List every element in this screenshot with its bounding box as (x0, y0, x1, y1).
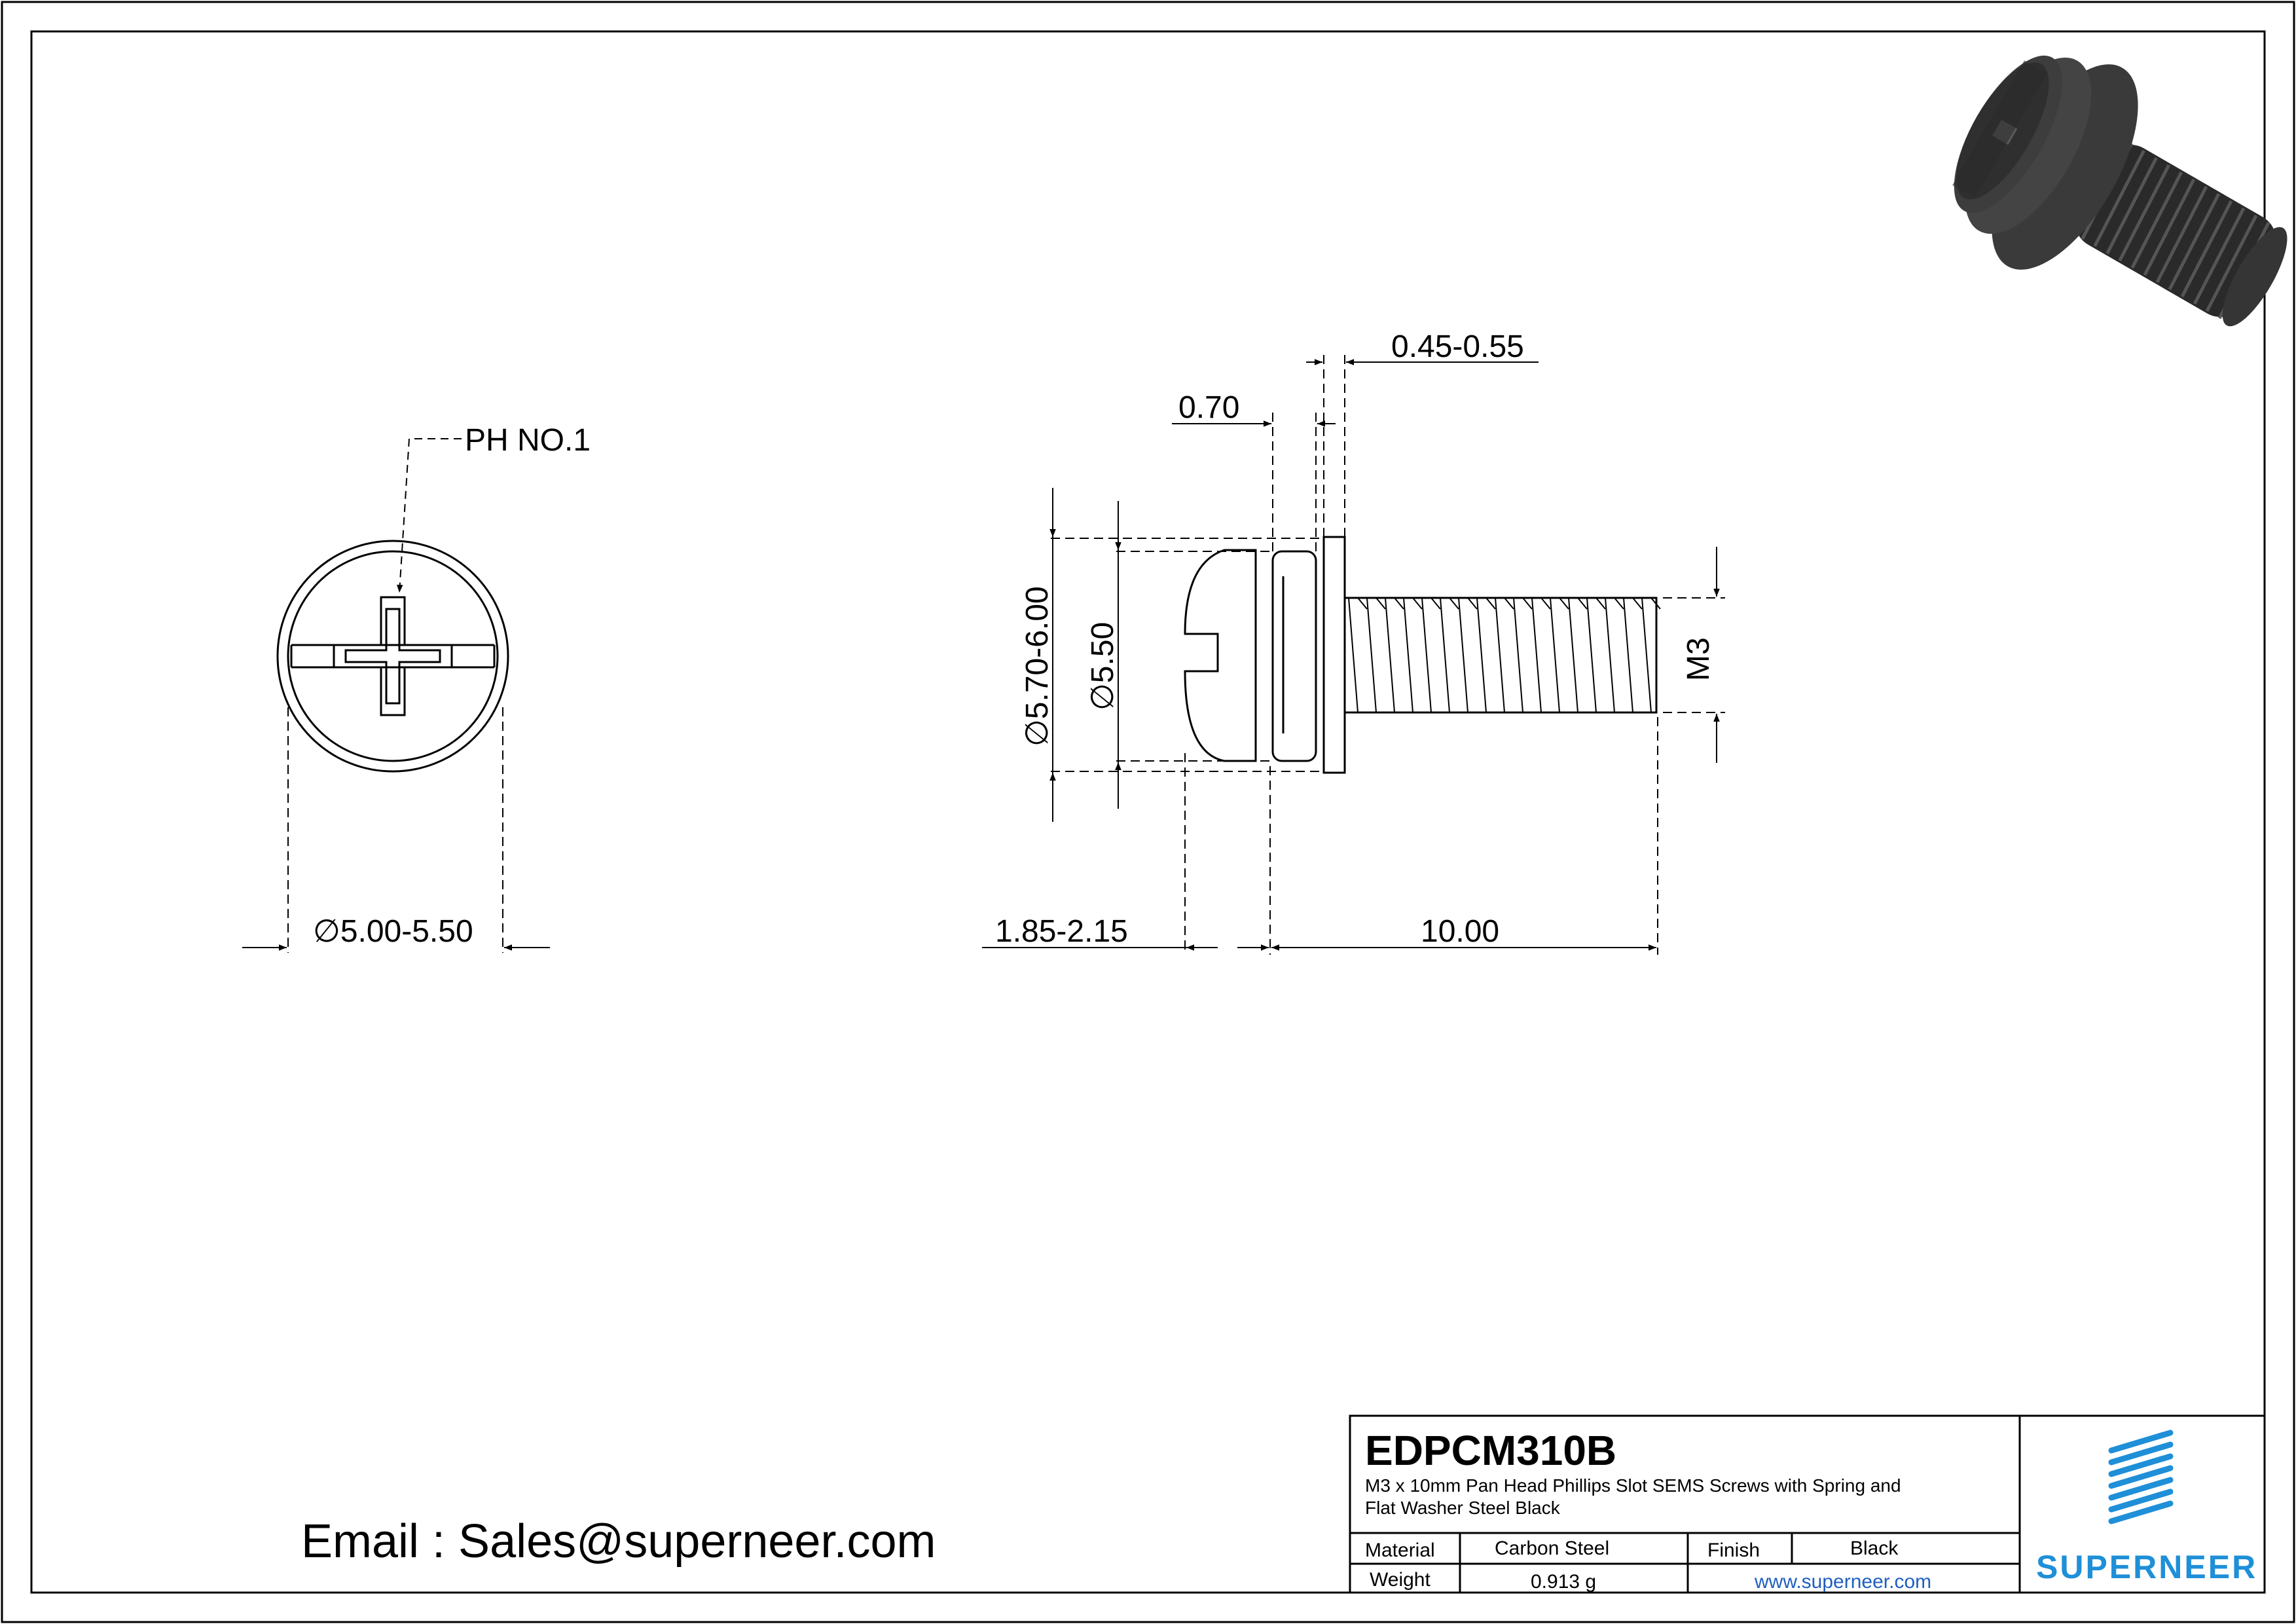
spring-thickness-label: 0.70 (1178, 390, 1239, 425)
phillips-recess (333, 596, 453, 716)
head-inner-circle (287, 550, 499, 762)
thread-ridge (2205, 214, 2258, 312)
part-number: EDPCM310B (1365, 1427, 1616, 1474)
length-label: 10.00 (1421, 914, 1499, 949)
website-link[interactable]: www.superneer.com (1754, 1571, 1931, 1593)
thread-outline (1345, 597, 1658, 714)
thread-ridge (2118, 164, 2171, 262)
thread-ridge (2193, 207, 2246, 305)
thread-ridge (2143, 178, 2196, 276)
phillips-inner (344, 608, 441, 705)
head-height-label: 1.85-2.15 (995, 914, 1128, 949)
thread-ridge (2180, 200, 2233, 298)
top-view (242, 438, 550, 953)
finish-label: Finish (1707, 1540, 1760, 1561)
head-outer-circle (276, 540, 509, 773)
brand-name: SUPERNEER (2036, 1549, 2257, 1585)
thread-size-label: M3 (1681, 637, 1716, 681)
spring-washer (1271, 550, 1317, 762)
thread-ridge (2168, 193, 2221, 291)
material-label: Material (1365, 1540, 1435, 1561)
email-text: Email : Sales@superneer.com (301, 1515, 936, 1568)
title-block (1349, 1414, 2266, 1594)
description-line1: M3 x 10mm Pan Head Phillips Slot SEMS Sc… (1365, 1475, 1901, 1496)
thread-ridge (2105, 157, 2158, 255)
superneer-logo-icon (2108, 1430, 2174, 1524)
head-dia-label: ∅5.00-5.50 (313, 914, 473, 949)
spring-dia-label: ∅5.50 (1085, 622, 1120, 710)
material-value: Carbon Steel (1495, 1538, 1609, 1559)
slot (290, 644, 496, 669)
side-view (1184, 536, 1661, 774)
description-line2: Flat Washer Steel Black (1365, 1498, 1561, 1518)
side-dimensions (982, 350, 1725, 955)
screw-head (1184, 549, 1257, 762)
thread-ridge (2093, 149, 2145, 248)
thread-ridge (2130, 171, 2183, 269)
screw-3d-image (1952, 55, 2287, 327)
thread-lines (1348, 597, 1661, 713)
flat-washer (1322, 536, 1346, 774)
washer-dia-label: ∅5.70-6.00 (1020, 586, 1055, 747)
weight-label: Weight (1370, 1569, 1430, 1591)
weight-value: 0.913 g (1531, 1571, 1596, 1593)
drive-label: PH NO.1 (465, 423, 591, 458)
finish-value: Black (1850, 1538, 1899, 1559)
thread-ridge (2155, 185, 2208, 284)
washer-thickness-label: 0.45-0.55 (1391, 329, 1524, 364)
inner-border (30, 30, 2266, 1594)
